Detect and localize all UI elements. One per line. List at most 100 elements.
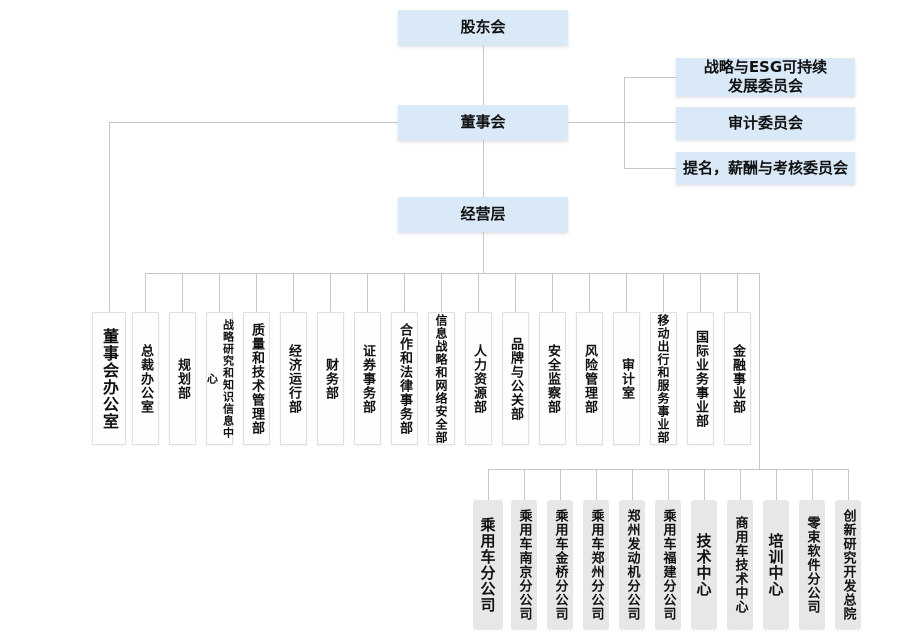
connector-line — [848, 469, 849, 500]
connector-line — [668, 469, 669, 500]
subsidiary-node: 创新研究开发总院 — [835, 500, 861, 630]
department-node: 品牌与公关部 — [502, 312, 529, 445]
connector-line — [256, 273, 257, 312]
department-node: 审计室 — [613, 312, 640, 445]
connector-line — [568, 122, 676, 123]
connector-line — [293, 273, 294, 312]
connector-line — [812, 469, 813, 500]
department-node-label: 风险管理部 — [582, 343, 597, 414]
connector-line — [109, 122, 398, 123]
department-node-label: 品牌与公关部 — [508, 336, 523, 421]
connector-line — [589, 273, 590, 312]
org-node-shareholders: 股东会 — [398, 10, 568, 45]
department-node-label: 质量和技术管理部 — [249, 322, 264, 435]
org-node-management: 经营层 — [398, 197, 568, 232]
department-node-label: 董事会办公室 — [100, 327, 119, 430]
department-node-label: 人力资源部 — [471, 343, 486, 414]
connector-line — [552, 273, 553, 312]
subsidiary-node: 乘用车分公司 — [473, 500, 503, 630]
connector-line — [700, 273, 701, 312]
department-node: 财务部 — [317, 312, 344, 445]
department-node: 规划部 — [169, 312, 196, 445]
department-node: 风险管理部 — [576, 312, 603, 445]
department-node: 移动出行和服务事业部 — [650, 312, 677, 445]
department-node: 质量和技术管理部 — [243, 312, 270, 445]
connector-line — [515, 273, 516, 312]
connector-line — [759, 273, 760, 469]
connector-line — [367, 273, 368, 312]
connector-line — [182, 273, 183, 312]
department-node: 经济运行部 — [280, 312, 307, 445]
connector-line — [663, 273, 664, 312]
committee-node-audit: 审计委员会 — [676, 107, 855, 139]
subsidiary-node-label: 创新研究开发总院 — [840, 509, 856, 621]
department-node-label: 合作和法律事务部 — [397, 322, 412, 435]
subsidiary-node-label: 零束软件分公司 — [804, 516, 820, 614]
department-node-label: 国际业务事业部 — [693, 329, 708, 428]
connector-line — [483, 140, 484, 197]
department-node-label: 移动出行和服务事业部 — [656, 313, 670, 444]
department-node-label: 信息战略和网络安全部 — [434, 313, 448, 444]
subsidiary-node: 技术中心 — [691, 500, 717, 630]
department-node: 战略研究和知识信息中心 — [205, 312, 235, 445]
subsidiary-node-label: 商用车技术中心 — [732, 516, 748, 614]
subsidiary-node-label: 技术中心 — [694, 533, 713, 597]
connector-line — [560, 469, 561, 500]
department-node-label: 安全监察部 — [545, 343, 560, 414]
connector-line — [488, 469, 489, 500]
connector-line — [145, 273, 759, 274]
connector-line — [219, 273, 220, 312]
department-node: 董事会办公室 — [92, 312, 126, 445]
committee-node-strategy-esg: 战略与ESG可持续 发展委员会 — [676, 58, 855, 96]
department-node: 人力资源部 — [465, 312, 492, 445]
department-node-label: 总裁办公室 — [138, 343, 153, 414]
connector-line — [632, 469, 633, 500]
org-node-board: 董事会 — [398, 105, 568, 140]
subsidiary-node: 乘用车福建分公司 — [655, 500, 681, 630]
subsidiary-node: 商用车技术中心 — [727, 500, 753, 630]
connector-line — [624, 77, 625, 168]
committee-node-nomination-remuneration: 提名，薪酬与考核委员会 — [676, 152, 855, 184]
connector-line — [624, 168, 676, 169]
connector-line — [596, 469, 597, 500]
connector-line — [704, 469, 705, 500]
subsidiary-node: 零束软件分公司 — [799, 500, 825, 630]
department-node: 金融事业部 — [724, 312, 751, 445]
connector-line — [483, 232, 484, 273]
connector-line — [145, 273, 146, 312]
department-node: 总裁办公室 — [132, 312, 159, 445]
subsidiary-node: 培训中心 — [763, 500, 789, 630]
connector-line — [626, 273, 627, 312]
subsidiary-node-label: 乘用车金桥分公司 — [552, 509, 568, 621]
department-node: 信息战略和网络安全部 — [428, 312, 455, 445]
connector-line — [441, 273, 442, 312]
department-node: 合作和法律事务部 — [391, 312, 418, 445]
connector-line — [524, 469, 525, 500]
subsidiary-node: 乘用车南京分公司 — [511, 500, 537, 630]
subsidiary-node-label: 郑州发动机分公司 — [624, 509, 640, 621]
department-node-label: 规划部 — [175, 357, 190, 400]
subsidiary-node: 乘用车金桥分公司 — [547, 500, 573, 630]
connector-line — [483, 45, 484, 105]
department-node-label: 经济运行部 — [286, 343, 301, 414]
subsidiary-node: 郑州发动机分公司 — [619, 500, 645, 630]
connector-line — [404, 273, 405, 312]
connector-line — [737, 273, 738, 312]
connector-line — [776, 469, 777, 500]
department-node-label: 财务部 — [323, 357, 338, 400]
department-node-label: 金融事业部 — [730, 343, 745, 414]
subsidiary-node-label: 乘用车南京分公司 — [516, 509, 532, 621]
subsidiary-node-label: 乘用车分公司 — [478, 517, 497, 613]
subsidiary-node: 乘用车郑州分公司 — [583, 500, 609, 630]
department-node: 国际业务事业部 — [687, 312, 714, 445]
subsidiary-node-label: 培训中心 — [766, 533, 785, 597]
department-node-label: 战略研究和知识信息中心 — [205, 318, 235, 439]
department-node: 安全监察部 — [539, 312, 566, 445]
subsidiary-node-label: 乘用车福建分公司 — [660, 509, 676, 621]
connector-line — [624, 77, 676, 78]
connector-line — [330, 273, 331, 312]
subsidiary-node-label: 乘用车郑州分公司 — [588, 509, 604, 621]
department-node: 证券事务部 — [354, 312, 381, 445]
department-node-label: 审计室 — [619, 357, 634, 400]
